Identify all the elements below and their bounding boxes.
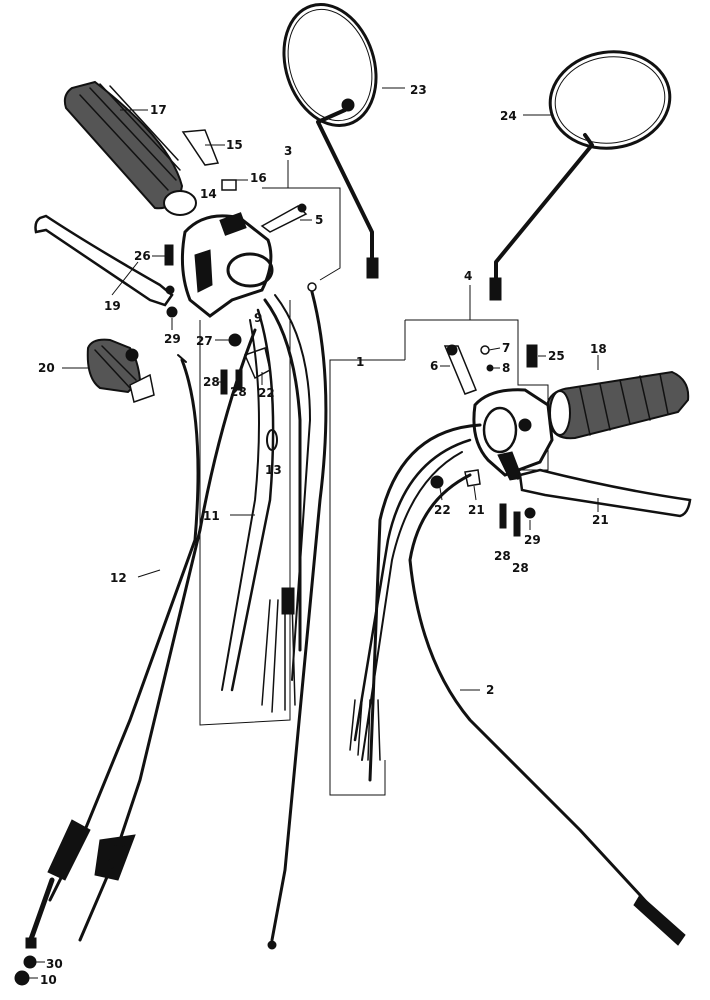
cable-choke [78, 328, 257, 942]
part-labels: 1 2 3 4 5 6 7 8 9 10 11 12 13 14 15 16 1… [38, 83, 609, 987]
cable-12 [25, 354, 200, 949]
label-18: 18 [590, 342, 607, 356]
part-30-10-fittings [14, 955, 45, 986]
label-28b: 28 [230, 385, 247, 399]
part-3-bracket [262, 160, 341, 281]
part-29-nut-right [524, 507, 536, 530]
label-29a: 29 [164, 332, 181, 346]
right-grip [546, 355, 690, 440]
part-6-lever [440, 344, 477, 395]
label-7: 7 [502, 341, 510, 355]
label-21a: 21 [468, 503, 485, 517]
label-17: 17 [150, 103, 167, 117]
left-switch-housing [180, 212, 274, 318]
label-26: 26 [134, 249, 151, 263]
label-24: 24 [500, 109, 517, 123]
label-21b: 21 [592, 513, 609, 527]
part-27-screw [215, 333, 242, 347]
label-5: 5 [315, 213, 323, 227]
label-13: 13 [265, 463, 282, 477]
label-28c: 28 [494, 549, 511, 563]
left-wiring-harness [221, 294, 311, 713]
cable-1 [267, 282, 350, 950]
part-22-clamp-right [430, 475, 444, 501]
clutch-lever [34, 214, 175, 307]
label-6: 6 [430, 359, 438, 373]
label-29b: 29 [524, 533, 541, 547]
label-28d: 28 [512, 561, 529, 575]
part-16-nut [221, 179, 248, 191]
label-28a: 28 [203, 375, 220, 389]
part-5-lever [260, 203, 312, 233]
part-29-nut-left [166, 306, 178, 330]
left-mirror [282, 2, 405, 279]
part-26-bolt [152, 244, 174, 266]
label-23: 23 [410, 83, 427, 97]
label-25: 25 [548, 349, 565, 363]
label-4: 4 [464, 269, 472, 283]
right-wiring-bracket [329, 359, 405, 796]
part-7-8-screws [480, 345, 501, 372]
part-20-switch [62, 338, 155, 403]
part-25-bolt [526, 344, 546, 368]
label-19: 19 [104, 299, 121, 313]
right-switch-housing [472, 388, 554, 481]
brake-lever [518, 468, 692, 518]
right-mirror [489, 50, 672, 301]
label-2: 2 [486, 683, 494, 697]
label-22b: 22 [434, 503, 451, 517]
label-11: 11 [203, 509, 220, 523]
label-8: 8 [502, 361, 510, 375]
label-22a: 22 [258, 386, 275, 400]
label-3: 3 [284, 144, 292, 158]
left-grip [63, 80, 197, 216]
label-1: 1 [356, 355, 364, 369]
label-20: 20 [38, 361, 55, 375]
cable-2 [408, 473, 686, 946]
label-10: 10 [40, 973, 57, 987]
label-9: 9 [254, 311, 262, 325]
right-wiring-harness [349, 423, 482, 782]
label-15: 15 [226, 138, 243, 152]
label-14: 14 [200, 187, 217, 201]
label-12: 12 [110, 571, 127, 585]
part-15-clip [181, 129, 225, 166]
part-28-screws-right [499, 503, 521, 537]
part-21-fitting [464, 469, 481, 501]
label-30: 30 [46, 957, 63, 971]
label-16: 16 [250, 171, 267, 185]
label-27: 27 [196, 334, 213, 348]
